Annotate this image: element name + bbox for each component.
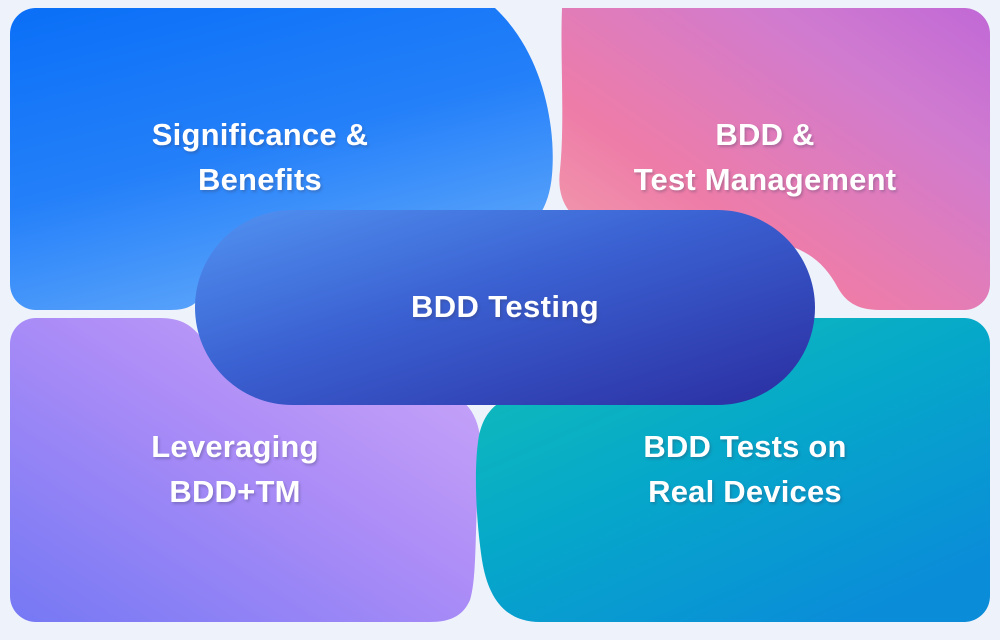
node-text-center: BDD Testing: [410, 289, 600, 325]
node-text-significance-benefits: Significance & Benefits: [151, 117, 369, 197]
node-label-bdd-tests-real-devices[interactable]: BDD Tests on Real Devices: [500, 318, 990, 622]
node-label-significance-benefits[interactable]: Significance & Benefits: [10, 8, 510, 308]
node-text-bdd-tests-real-devices: BDD Tests on Real Devices: [643, 429, 847, 509]
node-label-center[interactable]: BDD Testing: [195, 210, 815, 405]
node-shape-center[interactable]: [195, 210, 815, 405]
node-text-leveraging-bdd-tm: Leveraging BDD+TM: [151, 429, 319, 509]
node-text-bdd-test-management: BDD & Test Management: [633, 117, 897, 197]
node-label-leveraging-bdd-tm[interactable]: Leveraging BDD+TM: [10, 318, 460, 622]
node-shape-bdd-test-management[interactable]: [559, 8, 991, 310]
node-label-bdd-test-management[interactable]: BDD & Test Management: [540, 8, 990, 308]
